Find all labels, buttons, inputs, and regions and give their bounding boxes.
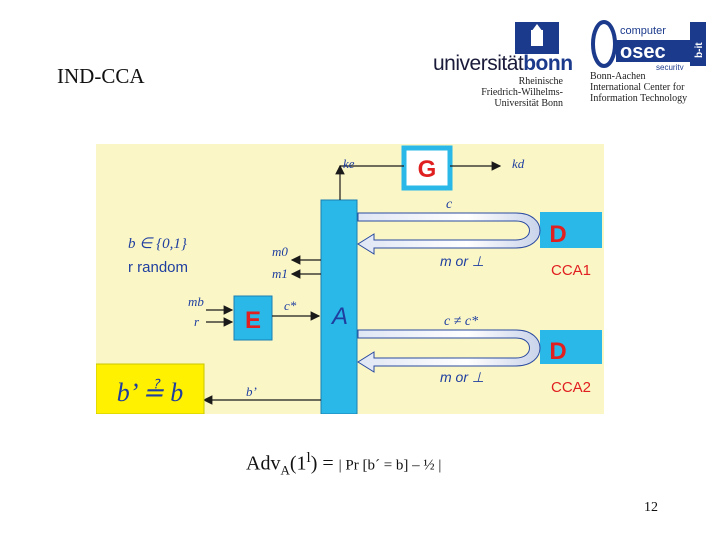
m1-label: m1: [272, 266, 288, 281]
formula-arg: (1: [289, 452, 307, 475]
m-or-bot-label-cca1: m or ⊥: [440, 253, 484, 269]
a-column: [320, 199, 358, 414]
a-label: A: [330, 303, 348, 330]
r-label: r: [194, 314, 200, 329]
e-label: E: [245, 307, 261, 334]
cosec-side-text: b-it: [694, 42, 705, 58]
cosec-top-text: computer: [620, 25, 666, 37]
ind-cca-diagram: G A E D D ke kd c m or ⊥ CCA1 c ≠ c* m o…: [96, 144, 604, 414]
cosec-line-1: Bonn-Aachen: [590, 71, 646, 82]
c-label: c: [446, 197, 453, 212]
bonn-line-3: Universität Bonn: [494, 98, 563, 109]
formula-adv: Adv: [246, 452, 281, 475]
bonn-word-bold: bonn: [523, 52, 573, 75]
cosec-mark-text: osec: [620, 41, 666, 63]
cca1-query-arrow: [357, 212, 541, 255]
formula-rest: | Pr [b´ = b] – ½ |: [338, 457, 442, 474]
cosec-mark-icon: computer osec b-it security: [591, 20, 706, 70]
formula-sup: l: [306, 450, 311, 466]
kd-label: kd: [512, 156, 525, 171]
c-neq-label: c ≠ c*: [444, 314, 478, 329]
page-number: 12: [644, 500, 658, 515]
bonn-line-2: Friedrich-Wilhelms-: [481, 87, 563, 98]
bonn-line-1: Rheinische: [518, 76, 563, 87]
g-label: G: [418, 156, 437, 183]
mb-label: mb: [188, 294, 204, 309]
b-set-label: b ∈ {0,1}: [128, 236, 187, 252]
cca2-query-arrow: [357, 329, 541, 373]
c-star-label: c*: [284, 298, 297, 313]
bonn-word-prefix: universität: [433, 52, 524, 75]
m0-label: m0: [272, 244, 288, 259]
d-label-cca2: D: [549, 338, 566, 365]
g-box: [401, 145, 453, 191]
slide-title: IND-CCA: [57, 64, 145, 88]
cosec-line-3: Information Technology: [590, 93, 688, 104]
check-label: b’ ≟ b: [117, 378, 184, 407]
cosec-line-2: International Center for: [590, 82, 685, 93]
bonn-crest-icon: [515, 22, 559, 54]
m-or-bot-label-cca2: m or ⊥: [440, 369, 484, 385]
d-box-cca2: [540, 330, 602, 364]
ke-label: ke: [343, 156, 355, 171]
r-random-label: r random: [128, 259, 188, 276]
check-box: [96, 363, 205, 414]
formula-arg-end: ) =: [310, 452, 334, 475]
e-box: [233, 295, 273, 341]
d-label-cca1: D: [549, 221, 566, 248]
advantage-formula: AdvA(1l) = | Pr [b´ = b] – ½ |: [246, 450, 441, 479]
bonn-wordmark: universitätbonn: [433, 52, 573, 76]
b-prime-label: b’: [246, 384, 257, 399]
cosec-bottom-text: security: [656, 63, 684, 70]
cca1-label: CCA1: [551, 262, 591, 279]
formula-sub: A: [280, 462, 290, 478]
cca2-label: CCA2: [551, 379, 591, 396]
d-box-cca1: [540, 212, 602, 248]
